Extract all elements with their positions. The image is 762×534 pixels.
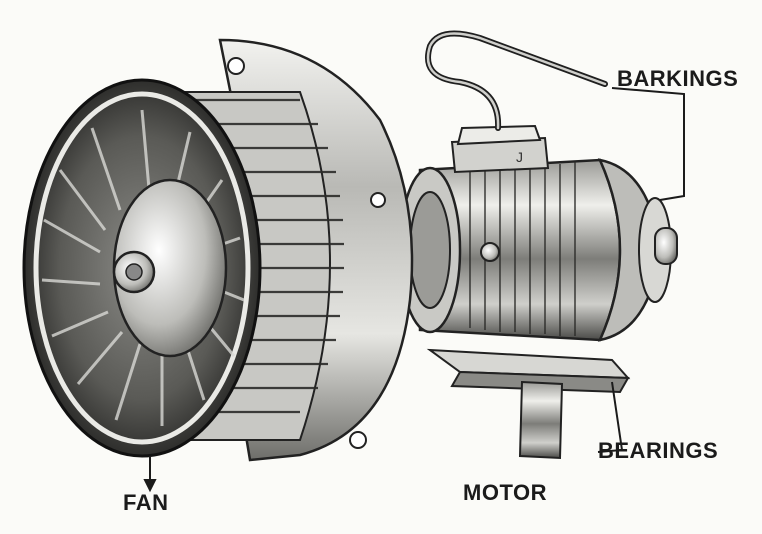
fan-leader-arrow — [143, 479, 157, 493]
motor-body: J — [398, 124, 678, 342]
bearings-label: BEARINGS — [598, 438, 719, 463]
barkings-leader — [611, 87, 685, 201]
fan-label: FAN — [123, 490, 169, 515]
bearings-leader — [597, 381, 624, 453]
motor-label: MOTOR — [463, 480, 547, 505]
barkings-label: BARKINGS — [617, 66, 739, 91]
svg-text:J: J — [516, 149, 523, 165]
leader-lines — [143, 87, 685, 493]
fan-wheel — [22, 78, 344, 458]
mount-bracket — [426, 348, 631, 460]
